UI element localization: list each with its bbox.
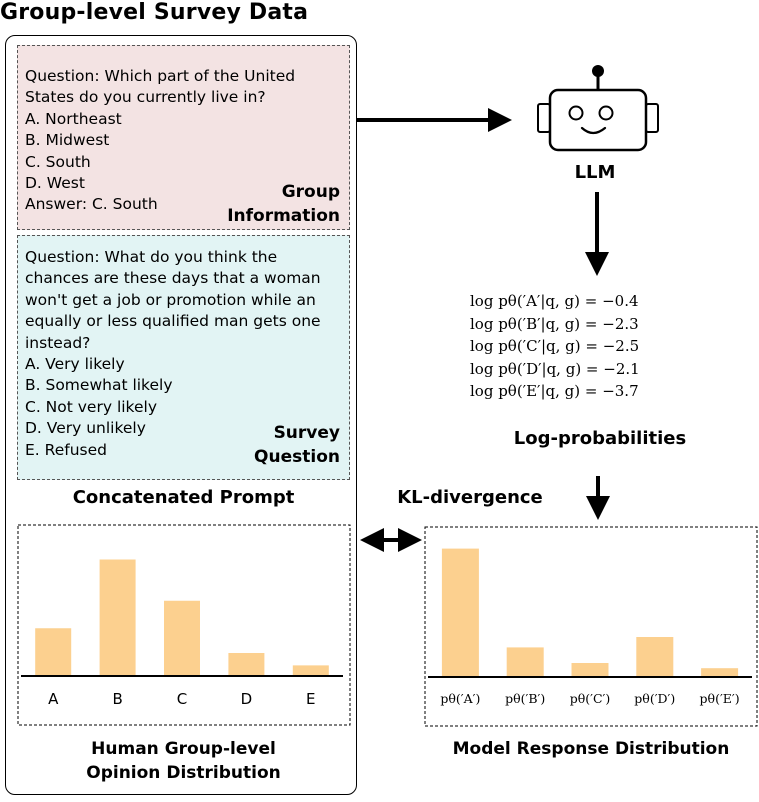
- survey-line: equally or less qualified man gets one: [25, 312, 321, 331]
- log-prob-equation: log pθ(′C′|q, g) = −2.5: [470, 337, 640, 355]
- x-tick-label: pθ(′D′): [634, 691, 675, 706]
- group-label-line1: Group: [281, 182, 340, 202]
- log-prob-equation: log pθ(′A′|q, g) = −0.4: [470, 292, 639, 310]
- survey-line: C. Not very likely: [25, 397, 157, 416]
- group-info-line: B. Midwest: [25, 131, 110, 150]
- bar: [35, 628, 72, 675]
- survey-line: won't get a job or promotion while an: [25, 290, 316, 309]
- log-prob-equation: log pθ(′E′|q, g) = −3.7: [470, 382, 639, 400]
- model-distribution-chart: pθ(′A′) pθ(′B′) pθ(′C′) pθ(′D′) pθ(′E′): [428, 548, 752, 706]
- robot-icon: [537, 65, 659, 152]
- x-tick-label: A: [48, 690, 59, 708]
- bar: [441, 548, 479, 676]
- survey-question-label: Survey Question: [254, 421, 340, 469]
- group-info-line: C. South: [25, 152, 91, 171]
- survey-line: chances are these days that a woman: [25, 269, 321, 288]
- llm-label: LLM: [574, 162, 616, 183]
- bar: [506, 647, 544, 676]
- x-tick-label: pθ(′A′): [440, 691, 480, 706]
- bar: [228, 653, 265, 675]
- survey-line: Question: What do you think the: [25, 248, 278, 266]
- human-distribution-caption: Human Group-level Opinion Distribution: [17, 737, 350, 785]
- survey-line: D. Very unlikely: [25, 419, 146, 438]
- survey-question-box: Question: What do you think the chances …: [17, 235, 350, 480]
- log-prob-equation: log pθ(′D′|q, g) = −2.1: [470, 359, 640, 378]
- kl-divergence-label: KL-divergence: [397, 487, 543, 508]
- group-info-line: Question: Which part of the United: [25, 67, 296, 85]
- x-tick-label: E: [306, 690, 315, 708]
- group-information-box: Question: Which part of the United State…: [17, 45, 350, 230]
- x-tick-label: pθ(′C′): [570, 691, 611, 706]
- page-title: Group-level Survey Data: [0, 0, 309, 25]
- human-distribution-frame: [17, 524, 351, 726]
- x-tick-label: pθ(′E′): [700, 691, 740, 706]
- x-tick-label: B: [112, 690, 122, 708]
- model-distribution-caption: Model Response Distribution: [452, 739, 730, 759]
- x-tick-label: C: [177, 690, 187, 708]
- x-tick-label: pθ(′B′): [505, 691, 545, 706]
- group-info-line: D. West: [25, 174, 85, 193]
- survey-line: instead?: [25, 333, 91, 352]
- survey-label-line1: Survey: [273, 423, 340, 443]
- model-distribution-frame: [424, 526, 758, 727]
- bar: [636, 637, 674, 676]
- bar: [292, 665, 329, 675]
- survey-data-panel: [5, 35, 357, 795]
- bar: [99, 559, 136, 675]
- bar: [701, 668, 739, 676]
- survey-line: E. Refused: [25, 440, 107, 459]
- group-info-line: States do you currently live in?: [25, 88, 266, 107]
- human-caption-line1: Human Group-level: [91, 739, 276, 759]
- concatenated-prompt-label: Concatenated Prompt: [72, 487, 295, 508]
- human-distribution-chart: A B C D E: [21, 559, 343, 708]
- survey-line: B. Somewhat likely: [25, 376, 173, 395]
- group-information-label: Group Information: [227, 180, 340, 228]
- group-label-line2: Information: [227, 206, 340, 226]
- bar: [571, 663, 609, 676]
- log-probabilities-label: Log-probabilities: [513, 428, 687, 449]
- human-caption-line2: Opinion Distribution: [86, 763, 281, 783]
- group-info-line: A. Northeast: [25, 109, 122, 128]
- bar: [164, 600, 200, 675]
- survey-line: A. Very likely: [25, 355, 125, 374]
- log-probability-equations: log pθ(′A′|q, g) = −0.4 log pθ(′B′|q, g)…: [470, 290, 730, 403]
- log-prob-equation: log pθ(′B′|q, g) = −2.3: [470, 314, 639, 333]
- group-info-line: Answer: C. South: [25, 195, 158, 214]
- survey-label-line2: Question: [254, 447, 340, 467]
- x-tick-label: D: [241, 690, 253, 708]
